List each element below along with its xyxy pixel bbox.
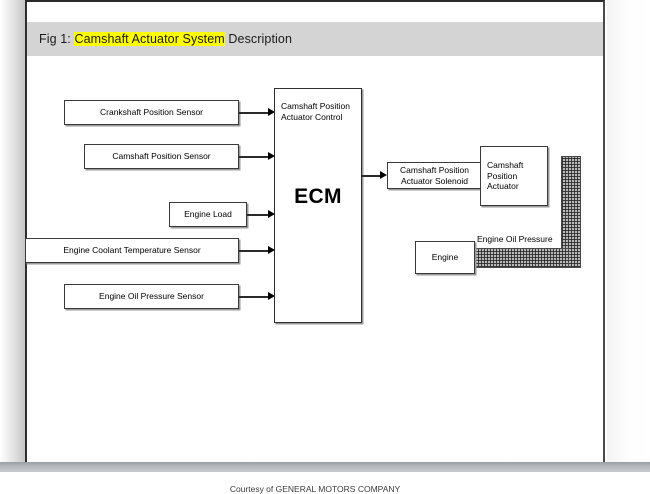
document-page: Fig 1: Camshaft Actuator System Descript… <box>25 0 605 494</box>
input-label-engine-oil-pressure-sensor: Engine Oil Pressure Sensor <box>99 291 204 302</box>
engine-box[interactable]: Engine <box>415 241 475 274</box>
input-label-engine-load: Engine Load <box>184 209 232 220</box>
caption-suffix: Description <box>224 32 293 46</box>
input-box-engine-load[interactable]: Engine Load <box>169 202 247 227</box>
caption-prefix: Fig 1: <box>39 32 75 46</box>
ecm-output-signal-label: Camshaft Position Actuator Control <box>281 101 367 123</box>
connector-line-ecm-to-solenoid <box>362 175 382 177</box>
input-box-crankshaft-position-sensor[interactable]: Crankshaft Position Sensor <box>64 100 239 125</box>
input-label-camshaft-position-sensor: Camshaft Position Sensor <box>112 151 211 162</box>
connector-line-input-4 <box>239 250 270 252</box>
connector-line-input-1 <box>239 112 270 114</box>
output-label-actuator-line3: Actuator <box>487 181 519 192</box>
courtesy-credit: Courtesy of GENERAL MOTORS COMPANY <box>229 484 401 494</box>
ecm-box[interactable]: Camshaft Position Actuator Control ECM <box>274 88 362 323</box>
connector-line-input-5 <box>239 296 270 298</box>
input-box-camshaft-position-sensor[interactable]: Camshaft Position Sensor <box>84 144 239 169</box>
input-box-engine-oil-pressure-sensor[interactable]: Engine Oil Pressure Sensor <box>64 284 239 309</box>
ecm-label: ECM <box>294 185 342 208</box>
camshaft-actuator-system-diagram: Camshaft Position Actuator Control ECM C… <box>25 56 603 494</box>
arrow-icon-ecm-to-solenoid <box>380 171 387 179</box>
input-box-engine-coolant-temperature-sensor[interactable]: Engine Coolant Temperature Sensor <box>25 238 239 263</box>
arrow-icon-input-4 <box>268 246 275 254</box>
input-label-crankshaft-position-sensor: Crankshaft Position Sensor <box>100 107 203 118</box>
ecm-output-signal-line2: Actuator Control <box>281 112 343 123</box>
input-label-engine-coolant-temperature-sensor: Engine Coolant Temperature Sensor <box>63 245 201 256</box>
arrow-icon-input-3 <box>268 210 275 218</box>
left-gutter <box>0 0 25 472</box>
oil-pressure-label: Engine Oil Pressure <box>477 234 553 244</box>
output-box-camshaft-position-actuator[interactable]: Camshaft Position Actuator <box>480 146 548 206</box>
bottom-chrome-bar <box>0 462 650 472</box>
ecm-output-signal-line1: Camshaft Position <box>281 101 350 111</box>
output-label-solenoid-line1: Camshaft Position <box>400 164 469 175</box>
figure-caption: Fig 1: Camshaft Actuator System Descript… <box>27 32 292 46</box>
figure-caption-band: Fig 1: Camshaft Actuator System Descript… <box>27 22 603 56</box>
output-label-solenoid-line2: Actuator Solenoid <box>400 175 469 186</box>
connector-line-input-2 <box>239 156 270 158</box>
arrow-icon-input-2 <box>268 152 275 160</box>
caption-highlighted-term[interactable]: Camshaft Actuator System <box>74 32 225 46</box>
arrow-icon-input-5 <box>268 292 275 300</box>
output-box-camshaft-position-actuator-solenoid[interactable]: Camshaft Position Actuator Solenoid <box>387 162 482 189</box>
oil-pressure-conduit-vertical <box>561 156 581 268</box>
engine-label: Engine <box>431 252 459 263</box>
arrow-icon-input-1 <box>268 108 275 116</box>
output-label-actuator-line2: Position <box>487 170 518 181</box>
connector-line-input-3 <box>247 214 270 216</box>
output-label-actuator-line1: Camshaft <box>487 159 524 170</box>
right-gutter <box>607 0 650 472</box>
